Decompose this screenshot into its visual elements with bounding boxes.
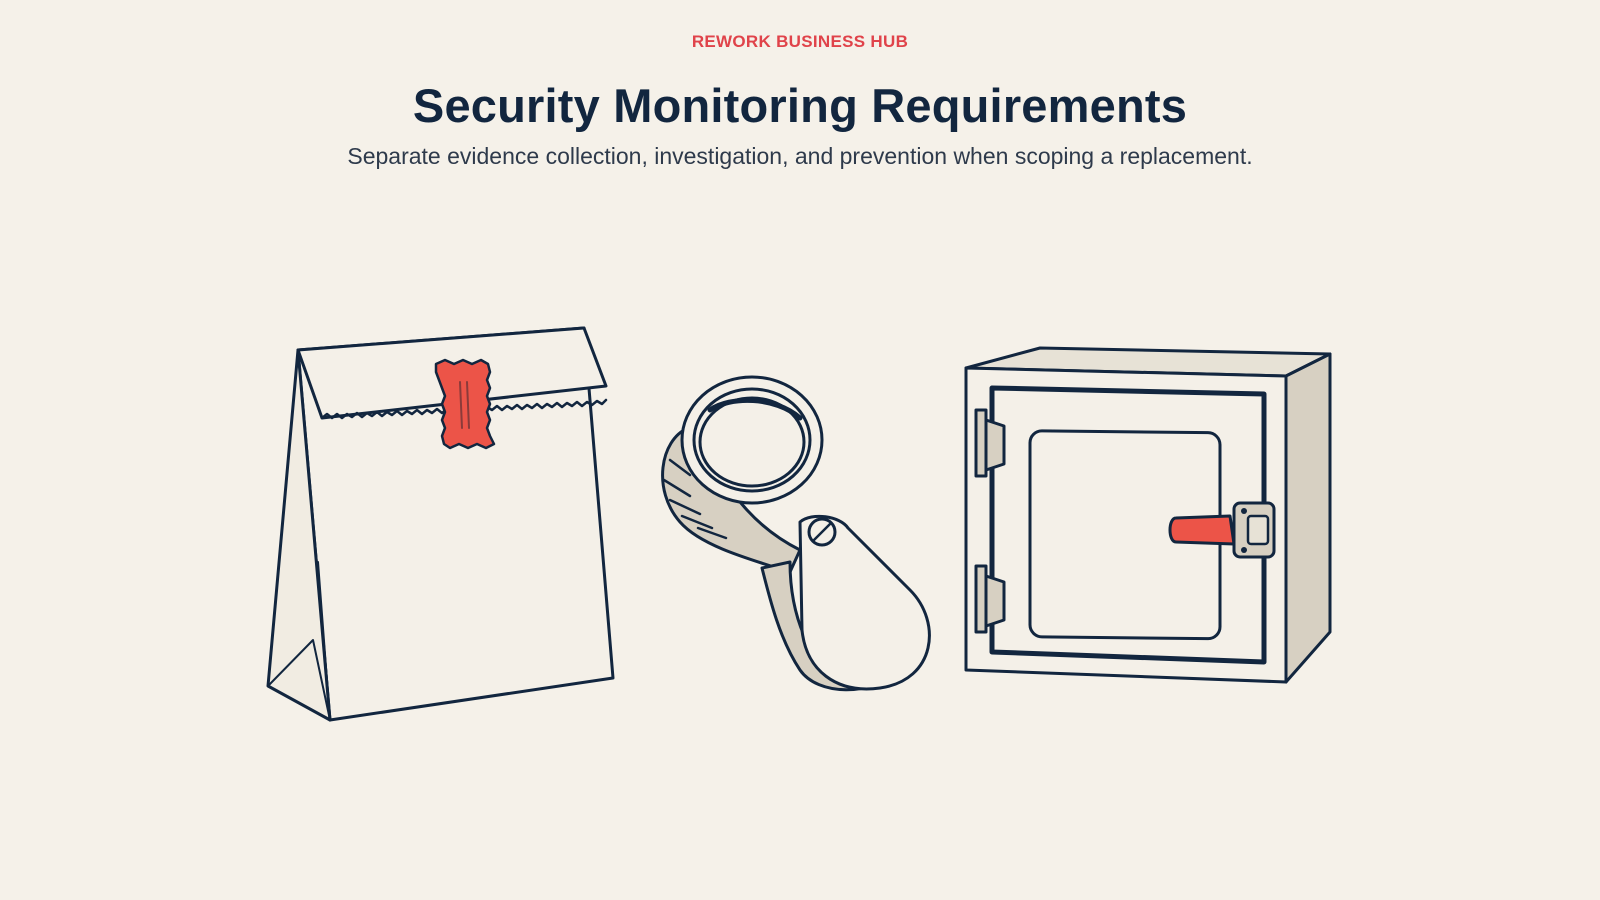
page-subtitle: Separate evidence collection, investigat…	[347, 143, 1253, 169]
magnifying-loupe-icon	[661, 375, 931, 692]
evidence-bag-icon	[266, 326, 615, 722]
brand-eyebrow: REWORK BUSINESS HUB	[691, 32, 909, 51]
safe-icon	[964, 346, 1332, 684]
illustration-row	[0, 300, 1600, 760]
page-title: Security Monitoring Requirements	[412, 79, 1188, 132]
